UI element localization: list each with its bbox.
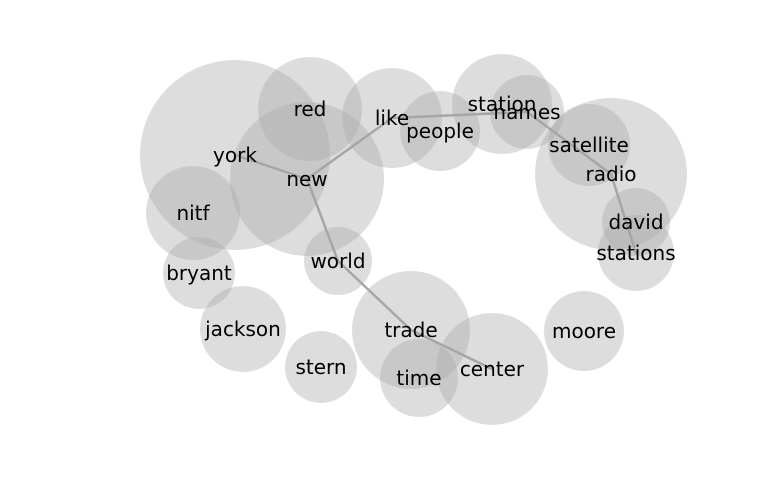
bubble-satellite — [548, 104, 630, 186]
node-label-stern: stern — [295, 355, 346, 379]
node-label-bryant: bryant — [166, 261, 232, 285]
bubble-red — [258, 57, 362, 161]
edge-new-like — [305, 116, 394, 181]
bubble-jackson — [200, 286, 286, 372]
edge-trade-center — [409, 328, 494, 371]
bubble-time — [380, 339, 458, 417]
bubble-nitf — [146, 166, 240, 260]
edge-new-world — [305, 177, 340, 263]
node-label-moore: moore — [552, 319, 616, 343]
edge-names-radio — [525, 110, 613, 176]
node-label-david: david — [608, 210, 663, 234]
edge-radio-stations — [609, 172, 638, 255]
node-label-nitf: nitf — [176, 201, 210, 225]
edge-like-names — [390, 110, 529, 120]
edge-world-trade — [336, 259, 413, 332]
node-label-york: york — [213, 143, 257, 167]
node-label-new: new — [286, 167, 327, 191]
node-label-trade: trade — [384, 318, 437, 342]
bubble-bryant — [163, 237, 235, 309]
bubble-station — [452, 54, 552, 154]
node-label-people: people — [406, 119, 474, 143]
bubble-moore — [544, 291, 624, 371]
node-label-world: world — [310, 249, 365, 273]
bubble-david — [602, 188, 670, 256]
edge-layer — [233, 110, 638, 371]
node-label-satellite: satellite — [549, 133, 629, 157]
bubble-stern — [285, 331, 357, 403]
edge-york-new — [233, 153, 309, 181]
node-label-names: names — [493, 100, 560, 124]
node-label-like: like — [375, 106, 409, 130]
node-label-time: time — [396, 366, 441, 390]
node-label-red: red — [294, 97, 327, 121]
node-label-stations: stations — [596, 241, 675, 265]
node-label-station: station — [468, 92, 537, 116]
node-label-radio: radio — [586, 162, 637, 186]
bubble-people — [400, 91, 480, 171]
node-label-jackson: jackson — [204, 317, 281, 341]
node-label-center: center — [460, 357, 525, 381]
